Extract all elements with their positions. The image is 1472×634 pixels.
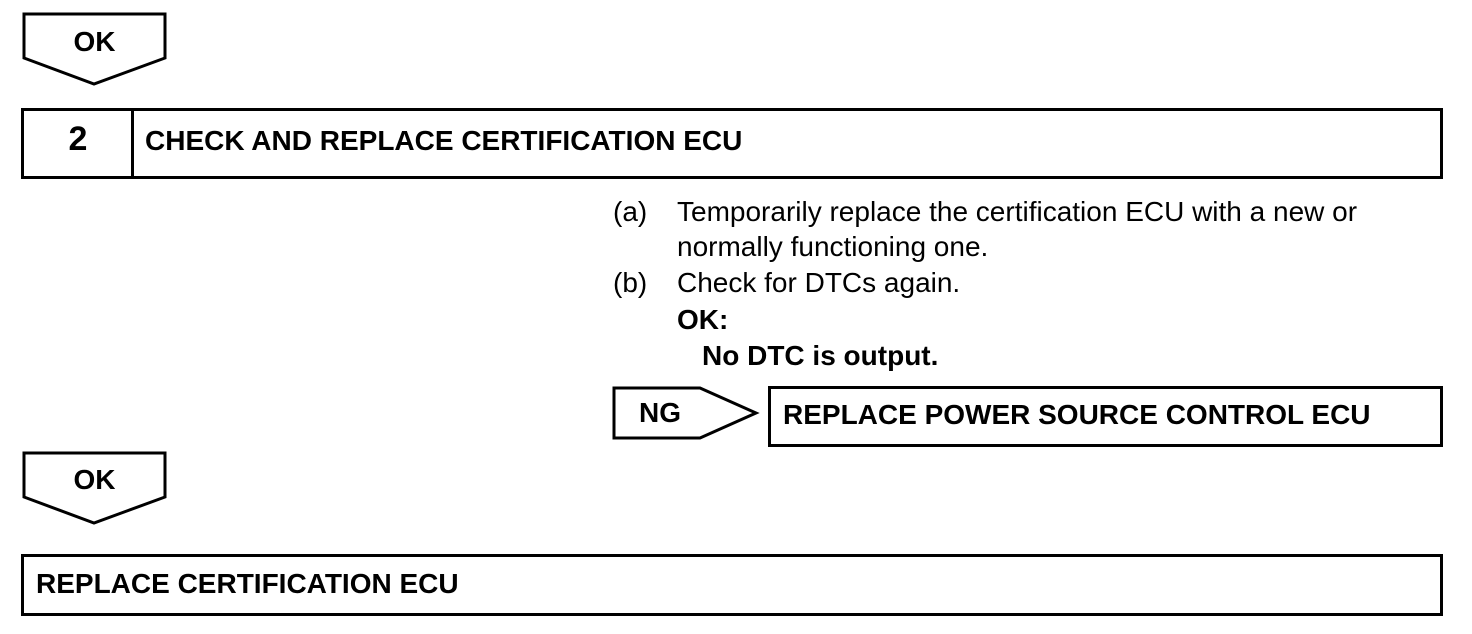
instruction-text-b-line1: Check for DTCs again. (677, 267, 961, 298)
final-action-text: REPLACE CERTIFICATION ECU (36, 568, 459, 599)
ng-arrow-label: NG (639, 397, 681, 428)
step-number-divider (131, 108, 134, 179)
step-title: CHECK AND REPLACE CERTIFICATION ECU (145, 125, 743, 156)
ng-action-box (768, 386, 1443, 447)
down-arrow-icon (22, 12, 167, 86)
down-arrow-icon (22, 451, 167, 525)
instruction-label-b: (b) (613, 267, 648, 298)
result-text: No DTC is output. (702, 340, 939, 371)
ok-arrow-label: OK (73, 464, 116, 495)
final-action-box (21, 554, 1443, 616)
step-header (21, 108, 1443, 179)
instruction-text-a-line1: Temporarily replace the certification EC… (677, 196, 1358, 227)
right-arrow-icon (612, 386, 760, 440)
instruction-label-a: (a) (613, 196, 648, 227)
result-heading: OK: (677, 304, 729, 335)
instruction-text-a-line2: normally functioning one. (677, 231, 989, 262)
step-number: 2 (68, 120, 88, 158)
ng-action-text: REPLACE POWER SOURCE CONTROL ECU (783, 399, 1371, 430)
ok-arrow-label: OK (73, 26, 116, 57)
